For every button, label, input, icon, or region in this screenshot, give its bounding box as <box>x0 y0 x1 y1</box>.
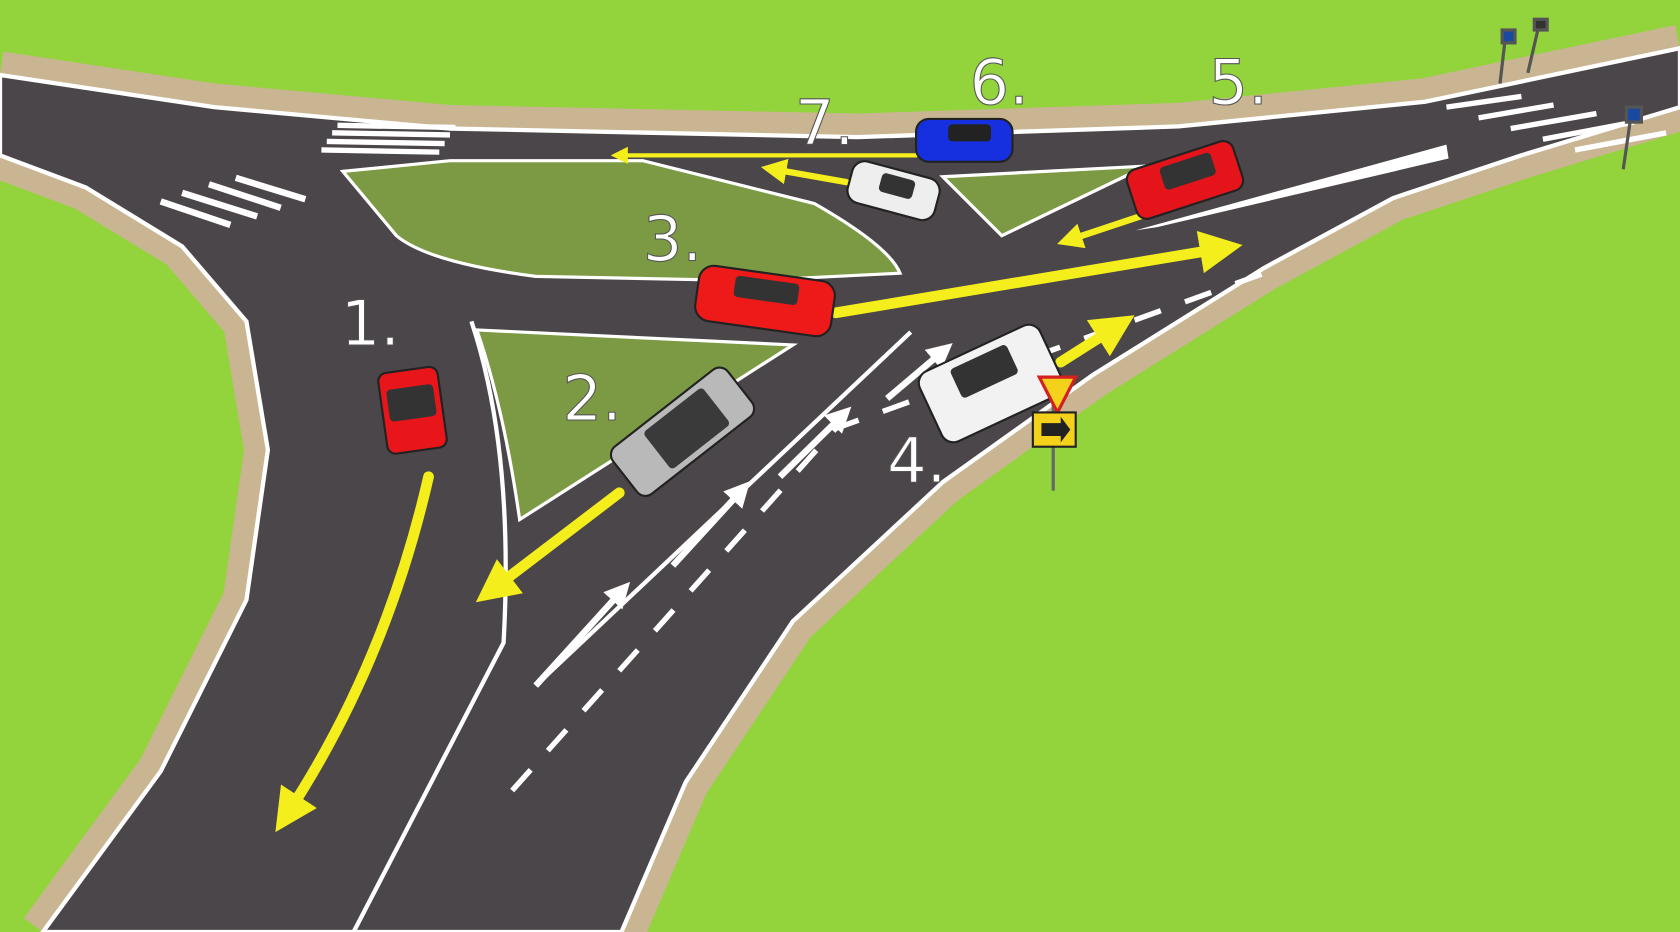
label-7: 7. <box>795 87 854 160</box>
car-3 <box>694 264 836 338</box>
car-6 <box>915 117 1014 163</box>
crosswalk-top-left <box>321 122 456 155</box>
label-3: 3. <box>643 202 702 275</box>
hatched-area <box>1135 144 1449 231</box>
car-7 <box>846 160 941 222</box>
car-1 <box>377 365 448 455</box>
direction-arrow-sign <box>1031 411 1077 448</box>
yellow-route-arrows <box>275 146 1243 833</box>
label-1: 1. <box>341 287 400 360</box>
car-4 <box>917 323 1065 444</box>
car-5 <box>1125 140 1245 220</box>
car-2 <box>609 366 756 497</box>
label-2: 2. <box>563 362 622 435</box>
label-6: 6. <box>970 46 1029 119</box>
white-lane-arrows <box>533 343 953 688</box>
pedestrian-crossing-signs <box>1498 17 1644 170</box>
island-right <box>939 164 1148 238</box>
road <box>0 46 1680 932</box>
crosswalk-left <box>159 174 307 229</box>
label-5: 5. <box>1209 46 1268 119</box>
label-4: 4. <box>887 424 946 497</box>
median-left <box>351 320 508 932</box>
crosswalk-top-right <box>1446 93 1667 153</box>
